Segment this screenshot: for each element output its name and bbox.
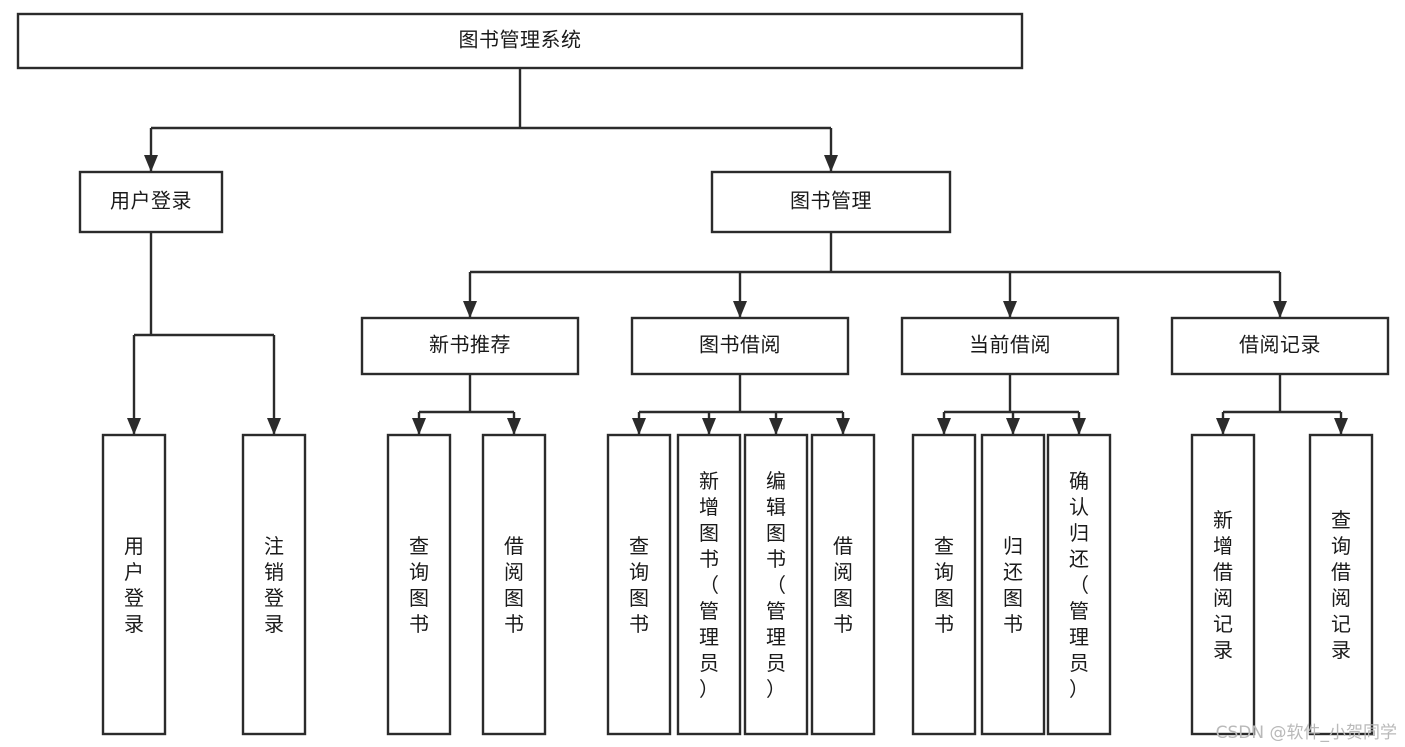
node-current-borrow[interactable]: 当前借阅 [900, 316, 1120, 376]
watermark-text: CSDN @软件_小贺同学 [1215, 723, 1397, 743]
node-leaf-confirm-return-rect [1046, 433, 1112, 736]
node-leaf-borrow-book-2-rect [810, 433, 876, 736]
node-leaf-user-login[interactable]: 用户登录 [101, 433, 167, 736]
node-leaf-borrow-book-1[interactable]: 借阅图书 [481, 433, 547, 736]
arrow-head-icon [1334, 418, 1348, 435]
arrow-head-icon [769, 418, 783, 435]
node-leaf-confirm-return[interactable]: 确认归还（管理员） [1046, 433, 1112, 736]
arrow-head-icon [127, 418, 141, 435]
node-leaf-query-book-1-label: 查询图书 [409, 534, 429, 636]
node-layer: 图书管理系统用户登录图书管理新书推荐图书借阅当前借阅借阅记录用户登录注销登录查询… [16, 12, 1390, 736]
node-book-manage[interactable]: 图书管理 [710, 170, 952, 234]
node-borrow-record[interactable]: 借阅记录 [1170, 316, 1390, 376]
node-leaf-edit-book[interactable]: 编辑图书（管理员） [743, 433, 809, 736]
node-leaf-borrow-book-2-label: 借阅图书 [833, 534, 853, 636]
node-leaf-query-record-label: 查询借阅记录 [1331, 508, 1351, 662]
node-borrow-record-label: 借阅记录 [1239, 333, 1321, 357]
node-leaf-add-book[interactable]: 新增图书（管理员） [676, 433, 742, 736]
node-leaf-query-record[interactable]: 查询借阅记录 [1308, 433, 1374, 736]
node-leaf-borrow-book-1-label: 借阅图书 [504, 534, 524, 636]
node-book-borrow-label: 图书借阅 [699, 333, 781, 357]
arrow-head-icon [824, 155, 838, 172]
node-leaf-user-logout-rect [241, 433, 307, 736]
arrow-head-icon [937, 418, 951, 435]
arrow-head-icon [1006, 418, 1020, 435]
arrow-head-icon [507, 418, 521, 435]
node-leaf-confirm-return-label: 确认归还（管理员） [1069, 469, 1089, 701]
node-leaf-borrow-book-1-rect [481, 433, 547, 736]
node-leaf-add-record-label: 新增借阅记录 [1213, 508, 1233, 662]
node-user-login-label: 用户登录 [110, 189, 192, 213]
node-leaf-return-book[interactable]: 归还图书 [980, 433, 1046, 736]
node-leaf-query-book-3[interactable]: 查询图书 [911, 433, 977, 736]
node-root-rect [16, 12, 1024, 70]
arrow-head-icon [1072, 418, 1086, 435]
arrow-head-icon [1003, 301, 1017, 318]
node-new-book-rec[interactable]: 新书推荐 [360, 316, 580, 376]
node-book-borrow-rect [630, 316, 850, 376]
node-leaf-query-book-3-label: 查询图书 [934, 534, 954, 636]
node-book-borrow[interactable]: 图书借阅 [630, 316, 850, 376]
arrow-head-icon [733, 301, 747, 318]
node-leaf-borrow-book-2[interactable]: 借阅图书 [810, 433, 876, 736]
arrow-head-icon [463, 301, 477, 318]
node-user-login[interactable]: 用户登录 [78, 170, 224, 234]
node-leaf-return-book-label: 归还图书 [1003, 534, 1023, 636]
node-leaf-query-book-2-rect [606, 433, 672, 736]
node-leaf-add-record-rect [1190, 433, 1256, 736]
arrow-head-icon [267, 418, 281, 435]
node-borrow-record-rect [1170, 316, 1390, 376]
node-current-borrow-rect [900, 316, 1120, 376]
node-leaf-add-book-rect [676, 433, 742, 736]
node-leaf-return-book-rect [980, 433, 1046, 736]
node-leaf-query-book-3-rect [911, 433, 977, 736]
node-leaf-query-record-rect [1308, 433, 1374, 736]
node-current-borrow-label: 当前借阅 [969, 333, 1051, 357]
arrow-head-icon [836, 418, 850, 435]
node-book-manage-label: 图书管理 [790, 189, 872, 213]
node-leaf-add-record[interactable]: 新增借阅记录 [1190, 433, 1256, 736]
node-book-manage-rect [710, 170, 952, 234]
arrow-head-icon [144, 155, 158, 172]
node-new-book-rec-rect [360, 316, 580, 376]
node-root[interactable]: 图书管理系统 [16, 12, 1024, 70]
node-leaf-query-book-2-label: 查询图书 [629, 534, 649, 636]
node-leaf-query-book-1[interactable]: 查询图书 [386, 433, 452, 736]
arrow-head-icon [1216, 418, 1230, 435]
arrow-head-icon [632, 418, 646, 435]
node-new-book-rec-label: 新书推荐 [429, 333, 511, 357]
node-leaf-add-book-label: 新增图书（管理员） [699, 469, 719, 701]
node-leaf-edit-book-label: 编辑图书（管理员） [766, 469, 786, 701]
node-user-login-rect [78, 170, 224, 234]
node-root-label: 图书管理系统 [459, 28, 582, 52]
connector-layer [127, 68, 1348, 435]
arrow-head-icon [412, 418, 426, 435]
node-leaf-user-logout[interactable]: 注销登录 [241, 433, 307, 736]
arrow-head-icon [702, 418, 716, 435]
node-leaf-user-login-rect [101, 433, 167, 736]
node-leaf-query-book-1-rect [386, 433, 452, 736]
node-leaf-edit-book-rect [743, 433, 809, 736]
node-leaf-user-logout-label: 注销登录 [264, 534, 284, 636]
node-leaf-query-book-2[interactable]: 查询图书 [606, 433, 672, 736]
node-leaf-user-login-label: 用户登录 [124, 534, 144, 636]
arrow-head-icon [1273, 301, 1287, 318]
